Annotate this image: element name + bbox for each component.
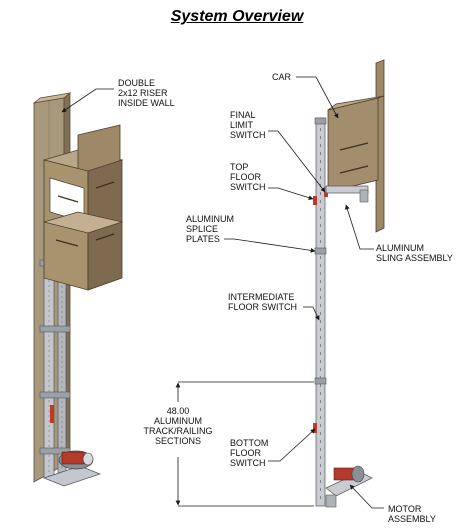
label-track-l3: TRACK/RAILING: [143, 426, 212, 436]
label-motor-l2: ASSEMBLY: [388, 514, 436, 524]
label-top-floor-l2: FLOOR: [230, 172, 262, 182]
label-splice-l2: SPLICE: [186, 224, 218, 234]
label-final-limit: FINAL LIMIT SWITCH: [230, 110, 266, 140]
right-sling-assembly: [325, 185, 369, 203]
label-splice-l1: ALUMINUM: [186, 214, 234, 224]
label-final-limit-l1: FINAL: [230, 110, 256, 120]
label-double-riser-l3: INSIDE WALL: [118, 98, 175, 108]
leader-final-limit: [268, 130, 326, 193]
label-bottom-floor-l2: FLOOR: [230, 448, 262, 458]
leader-motor: [349, 484, 384, 509]
right-rail-column: [313, 117, 328, 507]
left-isometric-assembly: [32, 92, 124, 487]
right-car: [327, 59, 385, 233]
leader-sling: [345, 204, 374, 250]
top-floor-switch-mark: [313, 196, 317, 205]
label-double-riser: DOUBLE 2x12 RISER INSIDE WALL: [118, 78, 175, 108]
label-track-l4: SECTIONS: [155, 436, 201, 446]
label-bottom-floor: BOTTOM FLOOR SWITCH: [230, 438, 268, 468]
label-bottom-floor-l3: SWITCH: [230, 458, 266, 468]
label-motor-l1: MOTOR: [388, 504, 422, 514]
svg-text:INSIDE WALL: INSIDE WALL: [118, 98, 175, 108]
leader-bottom-floor: [268, 428, 316, 462]
label-top-floor-l3: SWITCH: [230, 182, 266, 192]
label-double-riser-l1: DOUBLE: [118, 78, 155, 88]
svg-text:2x12 RISER: 2x12 RISER: [118, 88, 168, 98]
label-bottom-floor-l1: BOTTOM: [230, 438, 268, 448]
leader-lines: [61, 76, 384, 509]
label-sling: ALUMINUM SLING ASSEMBLY: [376, 243, 453, 263]
left-motor: [42, 450, 102, 487]
label-track-l1: 48.00: [167, 406, 190, 416]
label-double-riser-l2: 2x12 RISER: [118, 88, 168, 98]
label-intermediate: INTERMEDIATE FLOOR SWITCH: [228, 292, 297, 312]
leader-intermediate: [303, 306, 320, 321]
label-track: 48.00 ALUMINUM TRACK/RAILING SECTIONS: [143, 406, 212, 446]
leader-car: [296, 76, 339, 119]
page-title: System Overview: [170, 8, 304, 25]
label-intermediate-l1: INTERMEDIATE: [228, 292, 294, 302]
svg-text:DOUBLE: DOUBLE: [118, 78, 155, 88]
leader-top-floor: [268, 187, 314, 200]
leader-splice: [224, 238, 316, 253]
leader-double-riser: [61, 88, 114, 113]
final-limit-switch-mark: [324, 192, 328, 197]
right-motor: [325, 465, 373, 508]
label-splice: ALUMINUM SPLICE PLATES: [186, 214, 234, 244]
label-final-limit-l3: SWITCH: [230, 130, 266, 140]
dimension-line: [175, 381, 314, 507]
label-final-limit-l2: LIMIT: [230, 120, 254, 130]
label-splice-l3: PLATES: [186, 234, 220, 244]
label-motor: MOTOR ASSEMBLY: [388, 504, 436, 524]
bottom-floor-switch-mark: [313, 423, 317, 433]
label-intermediate-l2: FLOOR SWITCH: [228, 302, 297, 312]
label-top-floor-l1: TOP: [230, 162, 248, 172]
right-side-elevation: [313, 59, 385, 508]
label-sling-l2: SLING ASSEMBLY: [376, 253, 453, 263]
label-top-floor: TOP FLOOR SWITCH: [230, 162, 266, 192]
label-car: CAR: [272, 72, 292, 82]
left-car: [42, 124, 124, 291]
label-track-l2: ALUMINUM: [154, 416, 202, 426]
label-sling-l1: ALUMINUM: [376, 243, 424, 253]
